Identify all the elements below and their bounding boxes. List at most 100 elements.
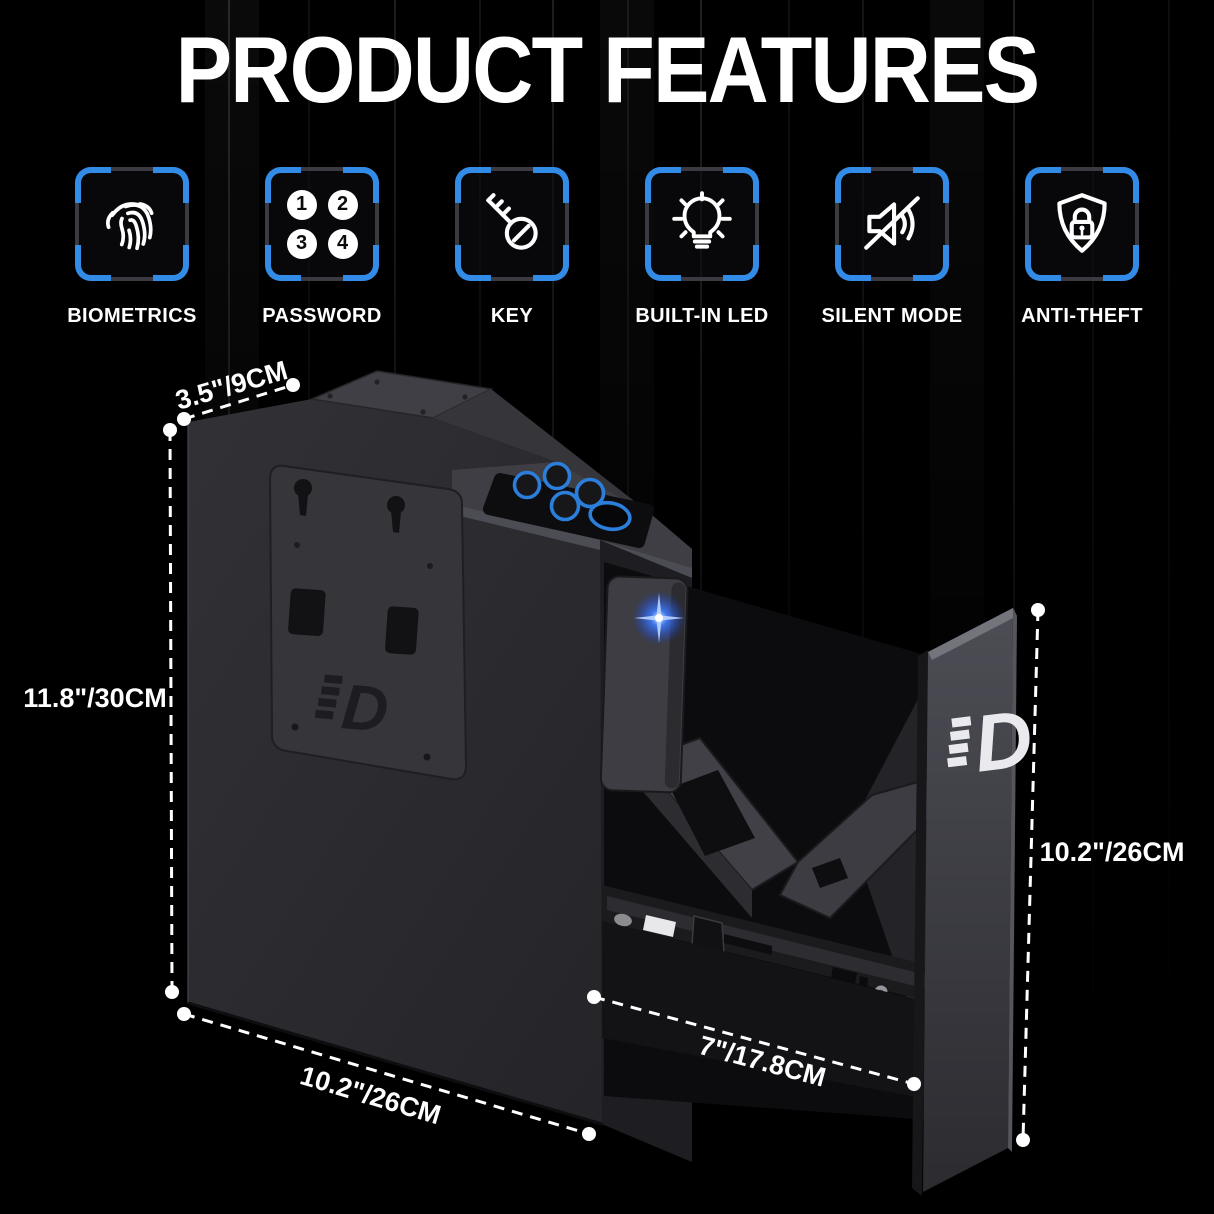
status-led: [632, 591, 686, 645]
brand-logo-embossed: D: [314, 670, 391, 746]
feature-anti-theft: ANTI-THEFT: [1021, 167, 1142, 328]
bracket-corner-icon: [723, 167, 759, 203]
keyhole-slot: [294, 479, 312, 516]
drawer-front-plate: D: [912, 608, 1037, 1196]
bracket-corner-icon: [645, 245, 681, 281]
feature-row: BIOMETRICS 1 2 3 4 PASSWORD: [0, 167, 1214, 328]
keypad-button: [542, 461, 572, 491]
bracket-corner-icon: [913, 245, 949, 281]
keypad-button: [549, 490, 581, 522]
feature-frame: [75, 167, 189, 281]
mount-rect-hole: [385, 606, 419, 655]
bracket-corner-icon: [75, 245, 111, 281]
bracket-corner-icon: [1103, 245, 1139, 281]
feature-frame: [835, 167, 949, 281]
led-core: [655, 614, 663, 622]
biometric-keypad: [483, 461, 654, 548]
fingerprint-icon: [106, 202, 154, 251]
plate-screw-hole: [291, 723, 299, 731]
dim-line-bracket-width: [183, 383, 294, 421]
bracket-corner-icon: [455, 245, 491, 281]
flange-screw-hole: [420, 409, 426, 415]
bracket-corner-icon: [153, 245, 189, 281]
shield-lock-icon: [1057, 193, 1107, 253]
feature-label: BIOMETRICS: [67, 305, 197, 327]
bracket-corner-icon: [835, 167, 871, 203]
feature-key: KEY: [455, 167, 569, 328]
feature-label: SILENT MODE: [821, 305, 963, 327]
bracket-corner-icon: [1103, 167, 1139, 203]
bracket-corner-icon: [533, 167, 569, 203]
flange-screw-hole: [462, 394, 468, 400]
dim-label-body-height: 11.8"/30CM: [23, 683, 166, 713]
drawer-lower-face: [602, 921, 935, 1100]
dim-line-plate-height: [1021, 609, 1040, 1141]
mount-rect-hole: [288, 588, 326, 636]
dim-line-drawer-travel: [593, 995, 915, 1086]
feature-silent-mode: SILENT MODE: [821, 167, 962, 328]
bracket-corner-icon: [265, 245, 301, 281]
bracket-corner-icon: [153, 167, 189, 203]
flange-screw-hole: [374, 379, 380, 385]
bracket-corner-icon: [913, 167, 949, 203]
bracket-corner-icon: [343, 167, 379, 203]
led-bulb-icon: [672, 191, 732, 249]
feature-frame: [1025, 167, 1139, 281]
feature-label: KEY: [490, 305, 534, 327]
bracket-corner-icon: [455, 167, 491, 203]
muted-speaker-icon: [864, 196, 920, 250]
bracket-corner-icon: [343, 245, 379, 281]
feature-frame: [645, 167, 759, 281]
dim-line-body-depth: [183, 1012, 590, 1136]
plate-screw-hole: [423, 753, 431, 761]
gun-cradle-slot: [812, 858, 848, 888]
plate-screw-hole: [294, 542, 300, 548]
bracket-corner-icon: [835, 245, 871, 281]
plate-screw-hole: [427, 563, 433, 569]
feature-label: ANTI-THEFT: [1021, 305, 1143, 327]
brand-logo-letter: D: [969, 693, 1037, 788]
feature-label: PASSWORD: [262, 305, 382, 327]
feature-label: BUILT-IN LED: [635, 305, 769, 327]
slide-rail-inner: [607, 896, 935, 991]
brand-logo-letter: D: [339, 670, 391, 746]
bracket-corner-icon: [645, 167, 681, 203]
feature-password: 1 2 3 4 PASSWORD: [262, 167, 382, 328]
feature-frame: [455, 167, 569, 281]
plate-right-bevel: [1008, 608, 1017, 1152]
number-keypad-icon: 1 2 3 4: [286, 189, 358, 259]
body-bottom-edge: [187, 1001, 603, 1126]
plate-shadow-edge: [912, 650, 928, 1196]
dim-label-plate-height: 10.2"/26CM: [1040, 837, 1185, 867]
plate-face: [923, 608, 1013, 1192]
page-title: PRODUCT FEATURES: [175, 17, 1040, 122]
feature-built-in-led: BUILT-IN LED: [635, 167, 768, 328]
feature-biometrics: BIOMETRICS: [67, 167, 196, 328]
bracket-corner-icon: [723, 245, 759, 281]
fingerprint-sensor: [588, 500, 632, 532]
gun-cradle-slot: [670, 770, 755, 856]
keyhole-slot: [387, 496, 405, 533]
gun-cradle-left-front: [640, 760, 752, 918]
rail-slot: [831, 967, 857, 984]
plate-top-bevel: [928, 608, 1017, 660]
rail-latch-arm: [724, 934, 772, 955]
dim-line-body-height: [168, 429, 174, 993]
keypad-button: [512, 470, 542, 500]
bracket-corner-icon: [533, 245, 569, 281]
slide-out-drawer: [599, 562, 940, 1120]
flange-screw-hole: [327, 393, 333, 399]
dimension-dots: [163, 378, 1045, 1147]
dimension-callouts: [168, 383, 1040, 1141]
rail-white-slot: [643, 915, 676, 937]
keypad-button: [574, 477, 606, 509]
wall-mount-plate: D: [268, 464, 468, 781]
bracket-corner-icon: [1025, 245, 1061, 281]
feature-frame: 1 2 3 4: [265, 167, 379, 281]
bracket-corner-icon: [75, 167, 111, 203]
bracket-corner-icon: [1025, 167, 1061, 203]
rail-hole: [614, 913, 632, 927]
bracket-corner-icon: [265, 167, 301, 203]
